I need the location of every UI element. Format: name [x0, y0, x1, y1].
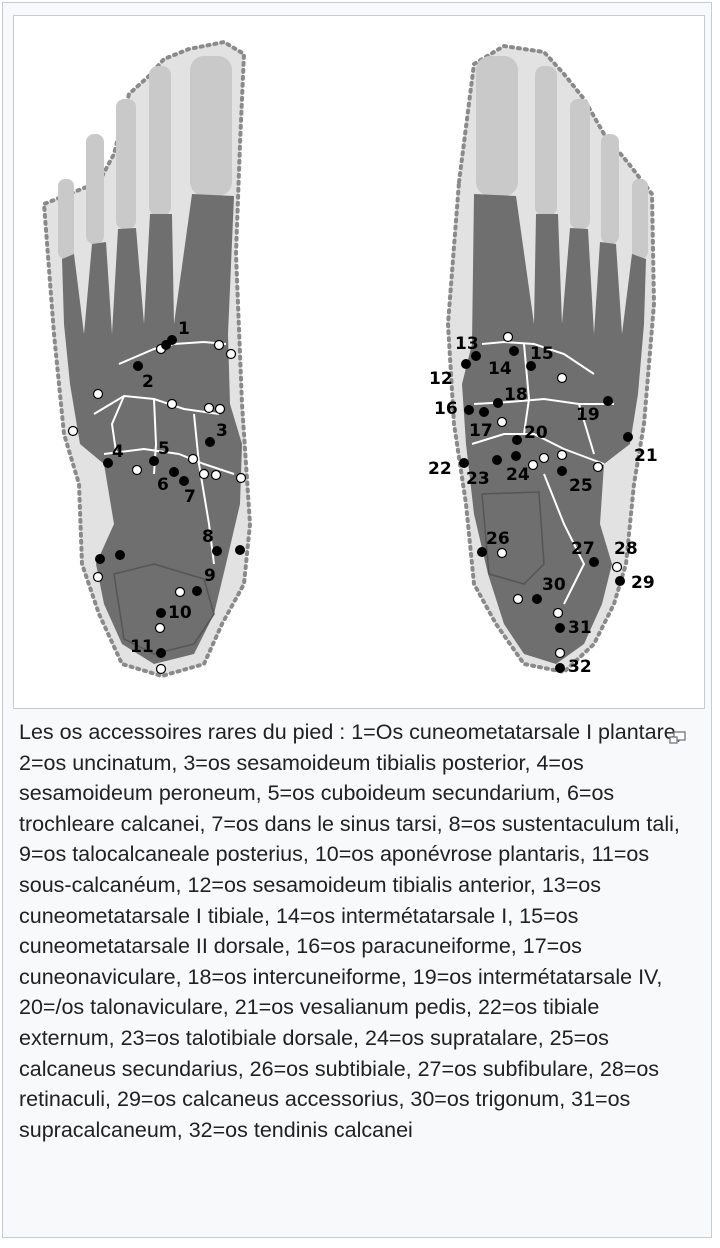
label-21: 21 [634, 446, 658, 466]
label-29: 29 [631, 573, 655, 593]
left-foot: 1 2 3 4 5 6 7 8 9 10 11 [41, 39, 253, 679]
foot-diagram-image[interactable]: 1 2 3 4 5 6 7 8 9 10 11 [13, 15, 705, 709]
label-24: 24 [506, 465, 530, 485]
right-foot: 13 12 14 15 16 18 17 19 20 21 22 23 24 2… [428, 43, 658, 677]
left-calcaneus-outline [113, 563, 215, 655]
label-4: 4 [112, 442, 124, 462]
label-15: 15 [530, 344, 554, 364]
label-32: 32 [568, 657, 592, 677]
right-bones [462, 194, 646, 664]
right-phalanges [476, 56, 648, 259]
label-12: 12 [429, 369, 453, 389]
right-open-markers [496, 331, 623, 659]
label-19: 19 [576, 405, 600, 425]
label-18: 18 [504, 385, 528, 405]
label-7: 7 [184, 487, 196, 507]
label-30: 30 [542, 575, 566, 595]
label-22: 22 [428, 459, 452, 479]
label-20: 20 [524, 423, 548, 443]
label-3: 3 [216, 421, 228, 441]
label-26: 26 [486, 529, 510, 549]
label-8: 8 [202, 527, 214, 547]
label-17: 17 [469, 421, 493, 441]
label-5: 5 [158, 439, 170, 459]
foot-diagram: 1 2 3 4 5 6 7 8 9 10 11 [41, 39, 658, 679]
label-13: 13 [455, 334, 479, 354]
label-6: 6 [157, 475, 169, 495]
label-1: 1 [178, 319, 190, 339]
label-23: 23 [466, 469, 490, 489]
right-talus-outline [481, 491, 545, 585]
label-27: 27 [571, 539, 595, 559]
label-10: 10 [168, 603, 192, 623]
label-25: 25 [569, 476, 593, 496]
image-caption: Les os accessoires rares du pied : 1=Os … [19, 717, 695, 1145]
left-filled-markers [95, 335, 245, 658]
left-open-markers [67, 339, 247, 675]
label-16: 16 [434, 399, 458, 419]
right-filled-markers [459, 346, 633, 673]
label-31: 31 [568, 618, 592, 638]
image-thumbnail: 1 2 3 4 5 6 7 8 9 10 11 [2, 2, 712, 1238]
label-9: 9 [204, 566, 216, 586]
left-phalanges [58, 56, 232, 259]
label-11: 11 [130, 637, 154, 657]
label-2: 2 [142, 372, 154, 392]
caption-text: Les os accessoires rares du pied : 1=Os … [19, 720, 682, 1142]
label-28: 28 [614, 539, 638, 559]
left-bones [62, 194, 242, 664]
magnify-icon[interactable] [669, 723, 687, 744]
label-14: 14 [488, 359, 512, 379]
